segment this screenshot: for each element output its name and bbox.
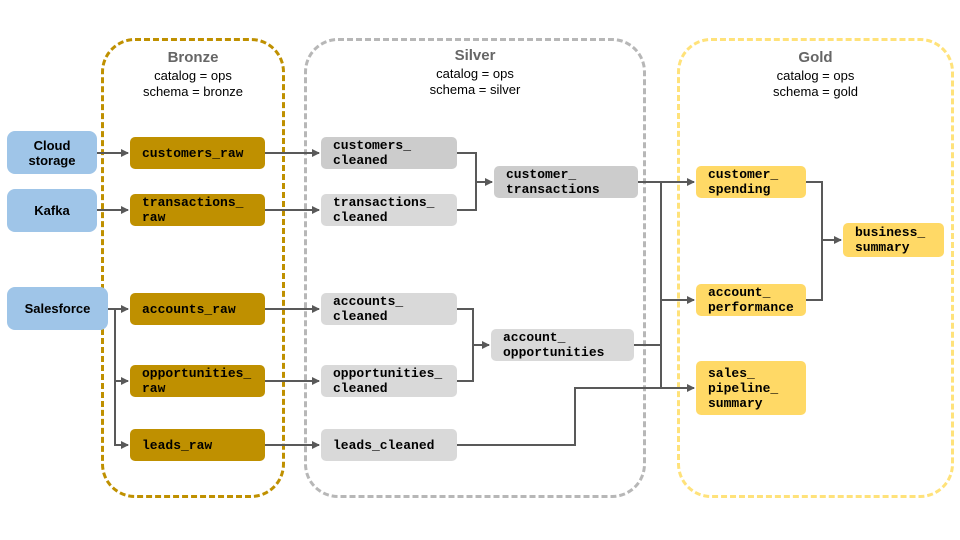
- edge-accounts-cleaned-to-account-opportunities: [457, 308, 490, 349]
- table-leads-cleaned[interactable]: leads_cleaned: [321, 429, 457, 461]
- edge-trunk-to-sales-pipeline: [660, 300, 695, 392]
- source-kafka[interactable]: Kafka: [7, 189, 97, 232]
- edge-transactions-cleaned-to-customer-transactions: [457, 182, 477, 211]
- bronze-schema: schema = bronze: [142, 84, 244, 99]
- silver-schema: schema = silver: [429, 82, 521, 97]
- gold-zone: [677, 38, 954, 498]
- bronze-header: Bronze catalog = ops schema = bronze: [101, 50, 285, 100]
- edge-customers-cleaned-to-customer-transactions: [457, 152, 493, 186]
- edge-customer-transactions-to-account-performance: [638, 181, 695, 304]
- edge-opportunities-cleaned-to-account-opportunities: [457, 345, 474, 382]
- table-customer-transactions[interactable]: customer_ transactions: [494, 166, 638, 198]
- bronze-zone: [101, 38, 285, 498]
- table-account-opportunities[interactable]: account_ opportunities: [491, 329, 634, 361]
- edge-customer-spending-to-business-summary: [806, 181, 842, 244]
- gold-catalog: catalog = ops: [776, 68, 855, 83]
- silver-zone: [304, 38, 646, 498]
- edge-salesforce-to-opportunities-raw: [108, 308, 129, 385]
- source-salesforce[interactable]: Salesforce: [7, 287, 108, 330]
- table-sales-pipeline-summary[interactable]: sales_ pipeline_ summary: [696, 361, 806, 415]
- table-leads-raw[interactable]: leads_raw: [130, 429, 265, 461]
- edge-leads-cleaned-to-sales-pipeline: [457, 387, 661, 446]
- table-customers-cleaned[interactable]: customers_ cleaned: [321, 137, 457, 169]
- table-transactions-raw[interactable]: transactions_ raw: [130, 194, 265, 226]
- edge-salesforce-to-leads-raw: [108, 308, 129, 449]
- gold-header: Gold catalog = ops schema = gold: [677, 50, 954, 100]
- silver-header: Silver catalog = ops schema = silver: [304, 48, 646, 98]
- table-accounts-cleaned[interactable]: accounts_ cleaned: [321, 293, 457, 325]
- edge-account-performance-to-business-summary: [806, 240, 823, 301]
- table-accounts-raw[interactable]: accounts_raw: [130, 293, 265, 325]
- table-business-summary[interactable]: business_ summary: [843, 223, 944, 257]
- silver-catalog: catalog = ops: [436, 66, 514, 81]
- silver-title: Silver: [454, 47, 496, 64]
- table-opportunities-raw[interactable]: opportunities_ raw: [130, 365, 265, 397]
- table-account-performance[interactable]: account_ performance: [696, 284, 806, 316]
- gold-schema: schema = gold: [773, 84, 858, 99]
- table-transactions-cleaned[interactable]: transactions_ cleaned: [321, 194, 457, 226]
- source-cloud-storage[interactable]: Cloud storage: [7, 131, 97, 174]
- table-opportunities-cleaned[interactable]: opportunities_ cleaned: [321, 365, 457, 397]
- bronze-title: Bronze: [167, 49, 219, 66]
- bronze-catalog: catalog = ops: [154, 68, 232, 83]
- table-customers-raw[interactable]: customers_raw: [130, 137, 265, 169]
- table-customer-spending[interactable]: customer_ spending: [696, 166, 806, 198]
- gold-title: Gold: [798, 49, 833, 66]
